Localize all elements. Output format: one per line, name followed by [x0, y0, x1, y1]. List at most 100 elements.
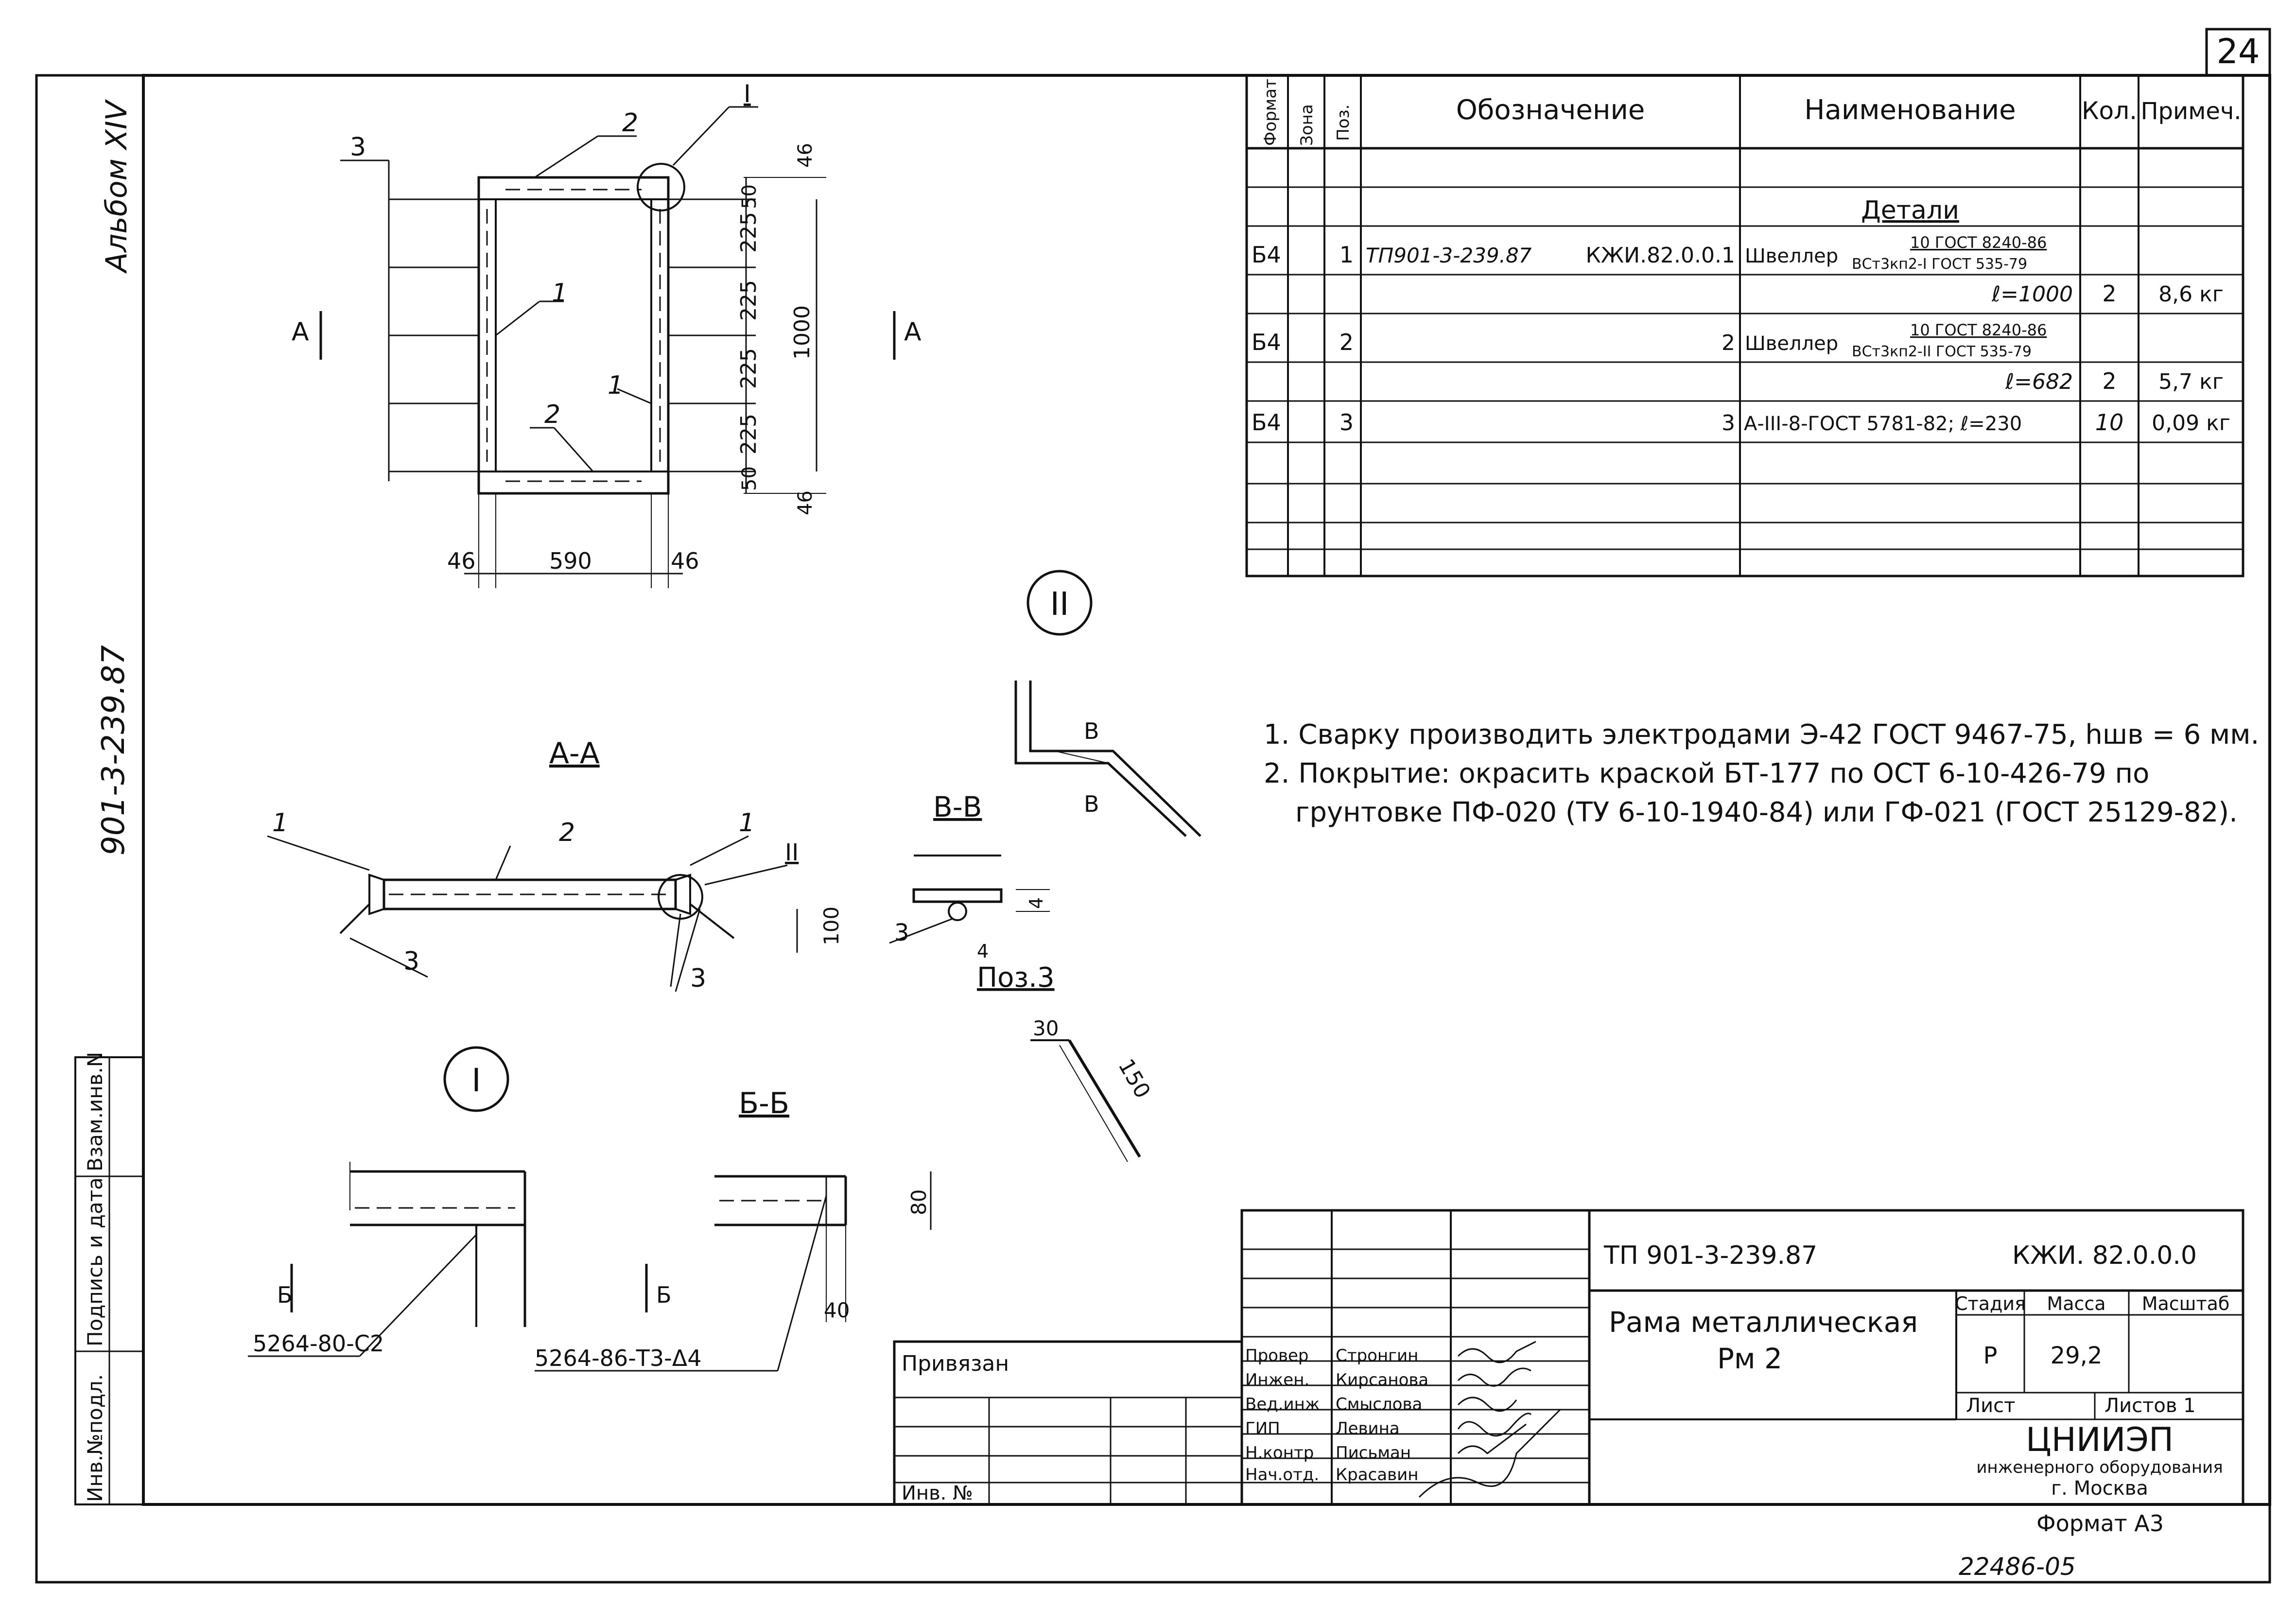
tb-name-person-2: Кирсанова — [1336, 1370, 1428, 1390]
tb-name-person-4: Левина — [1336, 1419, 1400, 1438]
tb-name-person-6: Красавин — [1336, 1465, 1418, 1485]
row1-pos: 1 — [1339, 242, 1354, 268]
plan-leader-2-bottom: 2 — [544, 400, 560, 429]
hdr-qty: Кол. — [2082, 97, 2137, 125]
plan-leader-2-top: 2 — [622, 108, 638, 138]
dim-50-bottom: 50 — [738, 466, 761, 491]
tb-org-3: г. Москва — [2051, 1477, 2148, 1500]
node-1-circle — [443, 1046, 509, 1112]
dim-225-4: 225 — [736, 414, 761, 454]
bb-mark-b: Б — [656, 1282, 672, 1308]
node-2-mark-v-bottom: В — [1084, 791, 1099, 817]
node-1-title: I — [471, 1062, 481, 1099]
tb-name-person-1: Стронгин — [1336, 1346, 1418, 1365]
node-2-detail — [1014, 681, 1201, 837]
dim-590: 590 — [549, 548, 592, 574]
tb-stage-label: Стадия — [1955, 1293, 2026, 1314]
node-2-title: II — [1050, 585, 1069, 623]
row1b-note: 8,6 кг — [2158, 282, 2224, 307]
aa-leader-1-left: 1 — [272, 808, 288, 838]
frame-plan — [319, 106, 896, 588]
tb-role-3: Вед.инж — [1245, 1395, 1320, 1414]
tb-footer-no: 22486-05 — [1959, 1553, 2076, 1581]
plan-section-a-right: А — [904, 317, 922, 347]
project-code-vertical: 901-3-239.87 — [96, 645, 132, 856]
tb-org-1: ЦНИИЭП — [2026, 1421, 2174, 1459]
tb-org-2: инженерного оборудования — [1976, 1458, 2223, 1477]
aa-leader-1-right: 1 — [739, 808, 755, 838]
row2-pos: 2 — [1339, 329, 1354, 355]
section-vv — [889, 855, 1050, 944]
aa-leader-2: 2 — [559, 818, 575, 847]
hdr-name: Наименование — [1804, 94, 2016, 126]
tb-project: ТП 901-3-239.87 — [1603, 1241, 1817, 1270]
title-block — [893, 1209, 2244, 1506]
note-2: 2. Покрытие: окрасить краской БТ-177 по … — [1264, 758, 2149, 789]
hdr-note: Примеч. — [2140, 98, 2241, 125]
vv-dim-4-vertical: 4 — [1026, 897, 1047, 909]
weld-1-label: 5264-80-С2 — [253, 1330, 384, 1357]
tb-scale-label: Масштаб — [2142, 1293, 2230, 1314]
tb-code: КЖИ. 82.0.0.0 — [2012, 1241, 2197, 1270]
dim-1000: 1000 — [790, 305, 815, 360]
row1-code: КЖИ.82.0.0.1 — [1586, 243, 1735, 268]
row3-note: 0,09 кг — [2152, 411, 2230, 436]
tb-name-2: Рм 2 — [1717, 1342, 1782, 1375]
tb-role-2: Инжен. — [1245, 1370, 1309, 1390]
tb-name-person-5: Письман — [1336, 1443, 1411, 1463]
row2b-length: ℓ=682 — [2005, 369, 2073, 394]
tb-privyazan: Привязан — [902, 1351, 1009, 1376]
node-2-mark-v-top: В — [1084, 718, 1099, 744]
tb-sheet-label: Лист — [1966, 1395, 2015, 1417]
row2-frac-bottom: ВСт3кп2-II ГОСТ 535-79 — [1852, 343, 2032, 360]
node-1-mark-b: Б — [277, 1282, 293, 1308]
spec-table: Формат Зона Поз. Обозначение Наименовани… — [1245, 74, 2244, 577]
poz3-bar — [1030, 1039, 1141, 1162]
tb-format: Формат А3 — [2036, 1510, 2164, 1537]
bb-dim-40: 40 — [824, 1298, 850, 1322]
row3-name: А-III-8-ГОСТ 5781-82; ℓ=230 — [1744, 413, 2022, 435]
dim-225-2: 225 — [736, 280, 761, 321]
row2b-qty: 2 — [2102, 368, 2116, 394]
tb-role-5: Н.контр — [1245, 1443, 1314, 1463]
section-aa — [267, 835, 798, 992]
tb-inv-no: Инв. № — [902, 1482, 973, 1504]
row1-frac-bottom: ВСт3кп2-I ГОСТ 535-79 — [1852, 256, 2027, 273]
tb-role-1: Провер — [1245, 1346, 1309, 1365]
plan-node-1-label: I — [744, 80, 751, 108]
weld-2-label: 5264-86-Т3-Δ4 — [535, 1345, 702, 1371]
note-1: 1. Сварку производить электродами Э-42 Г… — [1264, 719, 2259, 751]
node-1-detail — [248, 1162, 526, 1357]
sheet-number: 24 — [2216, 32, 2260, 71]
section-bb — [535, 1171, 932, 1372]
plan-leader-1-right: 1 — [608, 371, 624, 400]
aa-leader-3-right: 3 — [690, 964, 706, 993]
tb-mass: 29,2 — [2051, 1342, 2103, 1369]
dim-225-1: 225 — [736, 212, 761, 253]
dim-50-top: 50 — [738, 184, 761, 209]
poz3-dim-150: 150 — [1113, 1055, 1155, 1102]
spec-section-title: Детали — [1861, 196, 1959, 225]
dim-46-top: 46 — [794, 143, 817, 168]
hdr-zone: Зона — [1297, 104, 1317, 146]
tb-name-1: Рама металлическая — [1609, 1306, 1918, 1339]
row3-qty: 10 — [2095, 409, 2124, 436]
tb-role-6: Нач.отд. — [1245, 1465, 1319, 1485]
aa-node-2-label: II — [785, 839, 799, 866]
section-aa-title: А-А — [549, 736, 600, 770]
vv-dim-4: 4 — [977, 941, 989, 962]
row3-pos: 3 — [1339, 409, 1354, 436]
row1-frac-top: 10 ГОСТ 8240-86 — [1910, 233, 2047, 252]
plan-leader-3: 3 — [350, 133, 366, 162]
signatures — [1418, 1341, 1561, 1498]
row1-format: Б4 — [1252, 242, 1281, 268]
vv-leader-3: 3 — [894, 919, 909, 946]
hdr-designation: Обозначение — [1456, 94, 1645, 126]
row2b-note: 5,7 кг — [2158, 369, 2224, 394]
row2-format: Б4 — [1252, 329, 1281, 355]
row3-format: Б4 — [1252, 409, 1281, 436]
tb-stage: Р — [1983, 1342, 1998, 1369]
row2-frac-top: 10 ГОСТ 8240-86 — [1910, 321, 2047, 339]
tb-role-4: ГИП — [1245, 1419, 1280, 1438]
